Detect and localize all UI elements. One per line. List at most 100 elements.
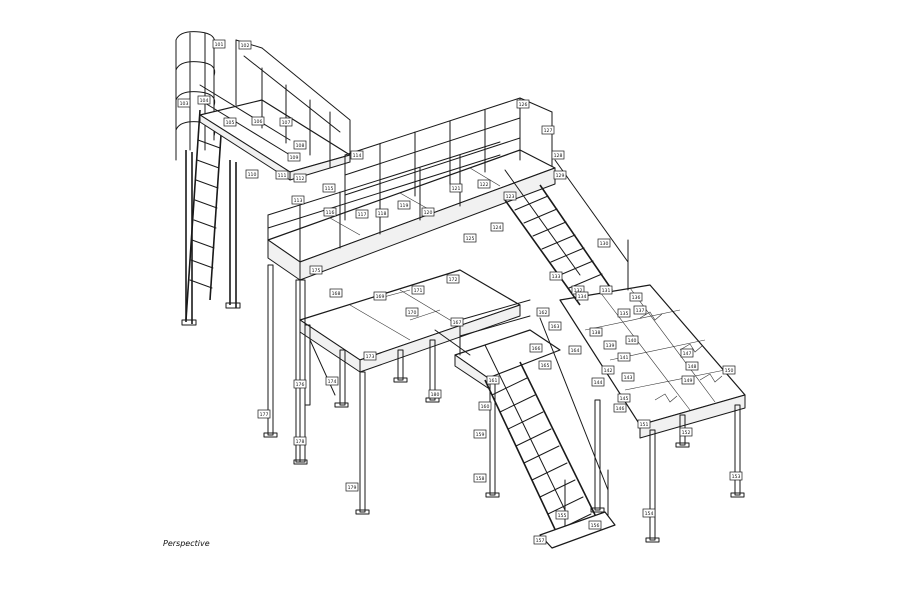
part-tag-label: 134 xyxy=(578,294,587,300)
part-tag: 146 xyxy=(613,403,627,413)
part-tag: 168 xyxy=(329,288,343,298)
part-tag-label: 111 xyxy=(278,173,287,179)
part-tag: 104 xyxy=(197,95,211,105)
part-tag: 127 xyxy=(541,125,555,135)
upper-landing xyxy=(199,39,351,181)
part-tag: 123 xyxy=(503,191,517,201)
part-tag: 163 xyxy=(548,321,562,331)
part-tag-label: 108 xyxy=(296,143,305,149)
part-tag: 109 xyxy=(287,152,301,162)
part-tag: 150 xyxy=(722,365,736,375)
part-tag: 119 xyxy=(397,200,411,210)
part-tag-label: 128 xyxy=(554,153,563,159)
part-tag-label: 178 xyxy=(296,439,305,445)
part-tag: 136 xyxy=(629,292,643,302)
part-tag: 161 xyxy=(486,375,500,385)
part-tag: 156 xyxy=(588,520,602,530)
part-tag: 103 xyxy=(177,98,191,108)
part-tag: 170 xyxy=(405,307,419,317)
part-tag-label: 176 xyxy=(296,382,305,388)
part-tag-label: 136 xyxy=(632,295,641,301)
part-tag-label: 107 xyxy=(282,120,291,126)
upper-walkway xyxy=(267,97,556,281)
part-tag-label: 124 xyxy=(493,225,502,231)
part-tag-label: 173 xyxy=(366,354,375,360)
part-tag: 152 xyxy=(679,427,693,437)
part-tag: 131 xyxy=(599,285,613,295)
part-tag-label: 139 xyxy=(606,343,615,349)
part-tag-label: 149 xyxy=(684,378,693,384)
part-tag: 151 xyxy=(637,419,651,429)
part-tag: 129 xyxy=(553,170,567,180)
part-tag: 133 xyxy=(549,271,563,281)
part-tag: 173 xyxy=(363,351,377,361)
part-tag-label: 130 xyxy=(600,241,609,247)
part-tag-label: 116 xyxy=(326,210,335,216)
part-tag: 121 xyxy=(449,183,463,193)
part-tag: 107 xyxy=(279,117,293,127)
part-tag: 174 xyxy=(325,376,339,386)
part-tag: 112 xyxy=(293,173,307,183)
part-tag-label: 174 xyxy=(328,379,337,385)
part-tag: 126 xyxy=(516,99,530,109)
part-tag-label: 110 xyxy=(248,172,257,178)
part-tag: 158 xyxy=(473,473,487,483)
part-tag-label: 170 xyxy=(408,310,417,316)
support-columns xyxy=(263,264,745,543)
part-tag: 147 xyxy=(680,348,694,358)
part-tag: 108 xyxy=(293,140,307,150)
part-tag: 171 xyxy=(411,285,425,295)
part-tag-label: 117 xyxy=(358,212,367,218)
part-tag-label: 164 xyxy=(571,348,580,354)
part-tag-label: 131 xyxy=(602,288,611,294)
part-tag-label: 144 xyxy=(594,380,603,386)
part-tag-label: 154 xyxy=(645,511,654,517)
part-tag: 143 xyxy=(621,372,635,382)
part-tag: 113 xyxy=(291,195,305,205)
part-tag: 175 xyxy=(309,265,323,275)
part-tag: 165 xyxy=(538,360,552,370)
part-tag-label: 159 xyxy=(476,432,485,438)
part-tag-label: 135 xyxy=(620,311,629,317)
part-tag-label: 109 xyxy=(290,155,299,161)
part-tag: 106 xyxy=(251,116,265,126)
part-tag: 172 xyxy=(446,274,460,284)
part-tag: 155 xyxy=(555,510,569,520)
part-tag-label: 121 xyxy=(452,186,461,192)
part-tag: 157 xyxy=(533,535,547,545)
part-tag-label: 156 xyxy=(591,523,600,529)
part-tag-label: 147 xyxy=(683,351,692,357)
part-tag: 160 xyxy=(478,401,492,411)
part-tag-label: 112 xyxy=(296,176,305,182)
part-tag-label: 127 xyxy=(544,128,553,134)
part-tag: 114 xyxy=(350,150,364,160)
part-tag: 101 xyxy=(212,39,226,49)
part-tag: 134 xyxy=(575,291,589,301)
part-tag: 139 xyxy=(603,340,617,350)
part-tag-label: 161 xyxy=(489,378,498,384)
part-tag: 141 xyxy=(617,352,631,362)
part-tag-label: 119 xyxy=(400,203,409,209)
part-tag-label: 125 xyxy=(466,236,475,242)
part-tag-label: 177 xyxy=(260,412,269,418)
part-tag: 140 xyxy=(625,335,639,345)
part-tag-label: 137 xyxy=(636,308,645,314)
part-tag: 138 xyxy=(589,327,603,337)
part-tag: 167 xyxy=(450,317,464,327)
part-tag: 164 xyxy=(568,345,582,355)
part-tag-label: 155 xyxy=(558,513,567,519)
part-tag: 122 xyxy=(477,179,491,189)
part-tag-label: 148 xyxy=(688,364,697,370)
part-tag-label: 102 xyxy=(241,43,250,49)
part-tag: 102 xyxy=(238,40,252,50)
part-tag-label: 157 xyxy=(536,538,545,544)
part-tag-label: 151 xyxy=(640,422,649,428)
part-tag-label: 166 xyxy=(532,346,541,352)
part-tag-label: 114 xyxy=(353,153,362,159)
part-tag-label: 120 xyxy=(424,210,433,216)
part-tag-label: 122 xyxy=(480,182,489,188)
part-tag: 153 xyxy=(729,471,743,481)
part-tag: 130 xyxy=(597,238,611,248)
part-tag: 176 xyxy=(293,379,307,389)
part-tag-label: 126 xyxy=(519,102,528,108)
